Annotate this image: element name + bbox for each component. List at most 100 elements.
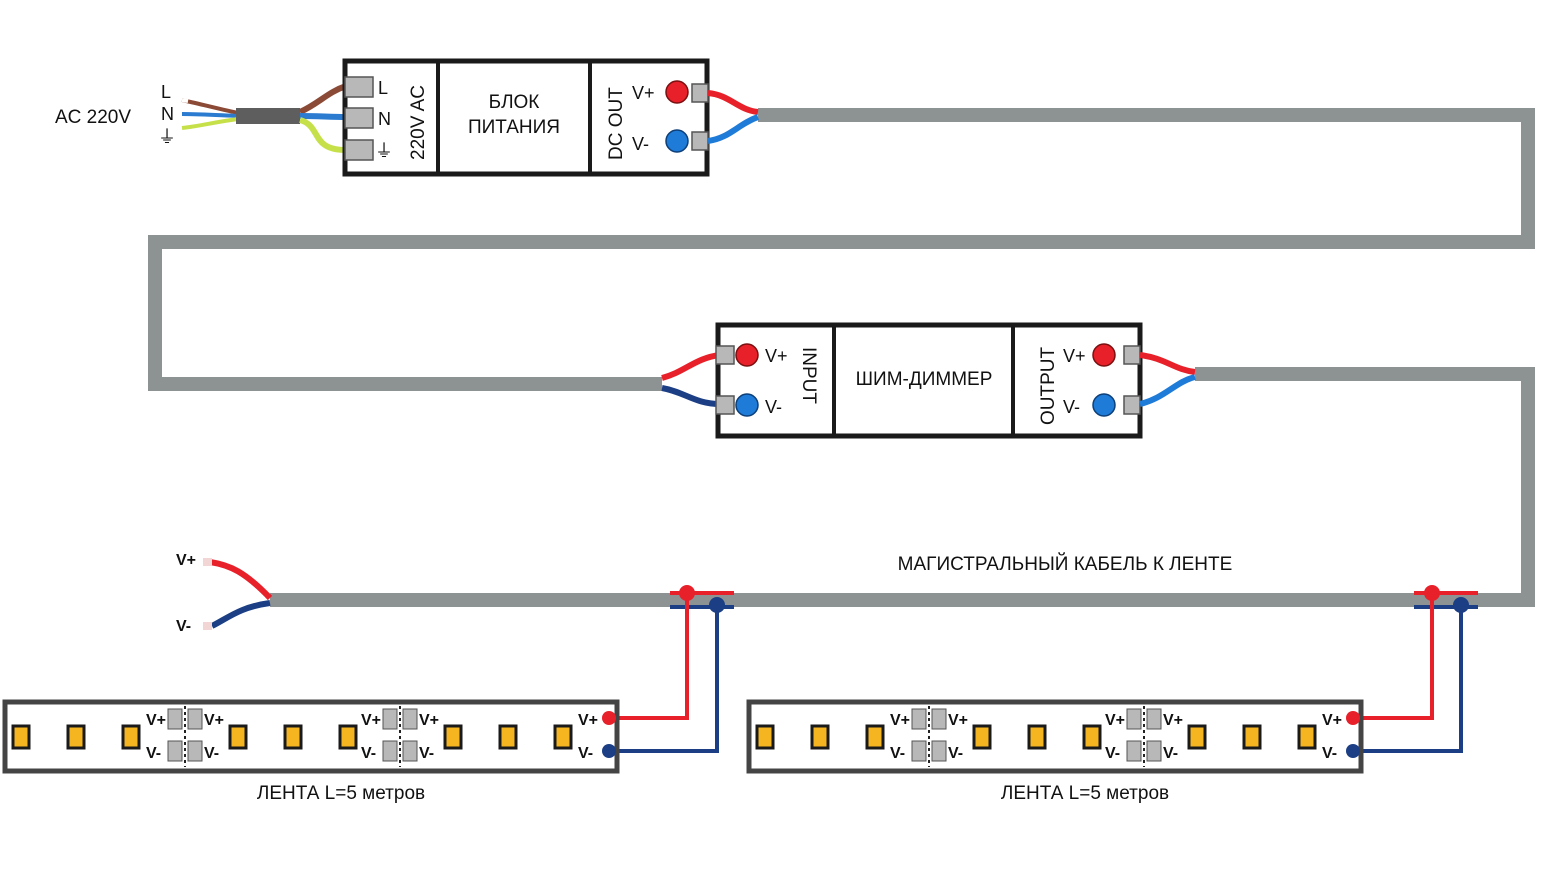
- led-strip-2-minus-label: V-: [1322, 745, 1337, 762]
- led-strip-1-plus-label: V+: [578, 712, 598, 729]
- dimmer-title: ШИМ-ДИММЕР: [856, 369, 993, 390]
- psu-input-label: 220V AC: [408, 85, 429, 160]
- cut-pad: [1126, 708, 1142, 730]
- pwm-dimmer: V+ V- INPUT ШИМ-ДИММЕР OUTPUT V+ V-: [715, 322, 1143, 439]
- led-chip: [755, 724, 775, 750]
- led-strip-2-label: ЛЕНТА L=5 метров: [1001, 783, 1169, 804]
- cable-end-plus-label: V+: [176, 552, 196, 569]
- psu-out-minus-label: V-: [632, 134, 649, 154]
- psu-out-plus-label: V+: [632, 83, 655, 103]
- dimmer-in-plus-label: V+: [765, 346, 788, 366]
- main-cable-path: [148, 108, 1535, 391]
- psu-wire-l: [298, 83, 348, 115]
- led-strip-2-leds: [755, 724, 1317, 750]
- led-chip: [283, 724, 303, 750]
- dimmer-frame: [715, 322, 1143, 439]
- psu-out-plus-terminal: [691, 83, 709, 103]
- dimmer-in-plus-dot: [735, 343, 759, 367]
- cut-pad-label: V+: [1105, 712, 1125, 729]
- psu-out-plus-dot: [665, 80, 689, 104]
- psu-title-line2: ПИТАНИЯ: [468, 117, 560, 138]
- cut-point: V+V+V-V-: [1105, 706, 1183, 767]
- tap-1-plus-wire: [612, 593, 689, 720]
- led-strip-1-minus-label: V-: [578, 745, 593, 762]
- cut-point: V+V+V-V-: [890, 706, 968, 767]
- mains-wire-l: [181, 98, 239, 115]
- dimmer-out-plus-label: V+: [1063, 346, 1086, 366]
- psu-out-minus-terminal: [691, 131, 709, 151]
- led-strip-1-cut-points: V+V+V-V-V+V+V-V-: [146, 706, 439, 767]
- psu-wire-n: [299, 113, 347, 120]
- cable-end-minus-label: V-: [176, 618, 191, 635]
- mains-wire-n: [181, 112, 239, 118]
- cut-pad-label: V-: [419, 745, 434, 762]
- psu-title-line1: БЛОК: [489, 92, 540, 113]
- cut-pad: [402, 740, 418, 762]
- led-strip-1: V+V+V-V-V+V+V-V- V+ V- ЛЕНТА L=5 метров: [2, 699, 620, 804]
- led-chip: [865, 724, 885, 750]
- cable-to-dimmer-minus: [661, 385, 721, 407]
- dimmer-out-plus-terminal: [1123, 345, 1141, 365]
- cut-pad: [382, 708, 398, 730]
- led-chip: [66, 724, 86, 750]
- dimmer-in-minus-dot: [735, 393, 759, 417]
- tap-1-minus-wire: [612, 605, 719, 753]
- cut-pad: [911, 708, 927, 730]
- led-strip-2-minus-dot: [1346, 744, 1360, 758]
- led-chip: [228, 724, 248, 750]
- psu-to-cable-minus: [707, 114, 760, 144]
- psu-terminal-ground: [344, 139, 374, 161]
- psu-to-cable-plus: [707, 90, 759, 115]
- cut-pad-label: V+: [146, 712, 166, 729]
- led-strip-1-leds: [11, 724, 573, 750]
- psu-terminal-n: [344, 107, 374, 129]
- dimmer-in-plus-terminal: [715, 345, 735, 365]
- cut-pad: [1126, 740, 1142, 762]
- led-strip-2-cut-points: V+V+V-V-V+V+V-V-: [890, 706, 1183, 767]
- tap-2-minus-wire: [1355, 605, 1463, 753]
- dimmer-to-cable-plus: [1139, 352, 1196, 375]
- dimmer-input-label: INPUT: [798, 347, 819, 404]
- cut-point: V+ V+ V- V-: [146, 706, 224, 767]
- psu-term-ground-label: ⏚: [375, 141, 393, 161]
- led-chip: [1297, 724, 1317, 750]
- cut-pad-label: V+: [1163, 712, 1183, 729]
- cut-pad-label: V-: [1105, 745, 1120, 762]
- dimmer-in-minus-label: V-: [765, 397, 782, 417]
- led-strip-2-body: [746, 699, 1364, 774]
- cut-pad: [167, 740, 183, 762]
- mains-wire-pe: [181, 117, 239, 130]
- led-strip-1-minus-dot: [602, 744, 616, 758]
- cut-pad: [402, 708, 418, 730]
- led-chip: [1187, 724, 1207, 750]
- mains-ground-symbol: ⏚: [158, 127, 176, 147]
- cut-pad: [1146, 708, 1162, 730]
- led-chip: [553, 724, 573, 750]
- dimmer-out-plus-dot: [1092, 343, 1116, 367]
- dimmer-to-cable-minus: [1139, 374, 1196, 407]
- cut-point: V+V+V-V-: [361, 706, 439, 767]
- main-cable-label: МАГИСТРАЛЬНЫЙ КАБЕЛЬ К ЛЕНТЕ: [898, 553, 1233, 575]
- cut-pad: [911, 740, 927, 762]
- cut-pad-label: V-: [361, 745, 376, 762]
- psu-terminal-l: [344, 76, 374, 98]
- cut-pad-label: V-: [890, 745, 905, 762]
- mains-wire-n-label: N: [161, 104, 174, 124]
- psu-output-label: DC OUT: [606, 87, 627, 160]
- cut-pad-label: V-: [146, 745, 161, 762]
- cut-pad-label: V+: [361, 712, 381, 729]
- led-chip: [443, 724, 463, 750]
- cut-pad-label: V+: [948, 712, 968, 729]
- led-strip-1-plus-dot: [602, 711, 616, 725]
- cut-pad-label: V+: [890, 712, 910, 729]
- cut-pad: [187, 740, 203, 762]
- dimmer-output-label: OUTPUT: [1038, 347, 1059, 426]
- power-supply-unit: L N ⏚ 220V AC БЛОК ПИТАНИЯ DC OUT V+ V-: [342, 58, 710, 177]
- mains-input: AC 220V L N ⏚: [55, 82, 348, 153]
- led-chip: [810, 724, 830, 750]
- cable-to-dimmer-plus: [661, 352, 721, 381]
- cut-pad-label: V-: [204, 745, 219, 762]
- main-cable-lower: [270, 367, 1535, 607]
- cut-pad-label: V+: [204, 712, 224, 729]
